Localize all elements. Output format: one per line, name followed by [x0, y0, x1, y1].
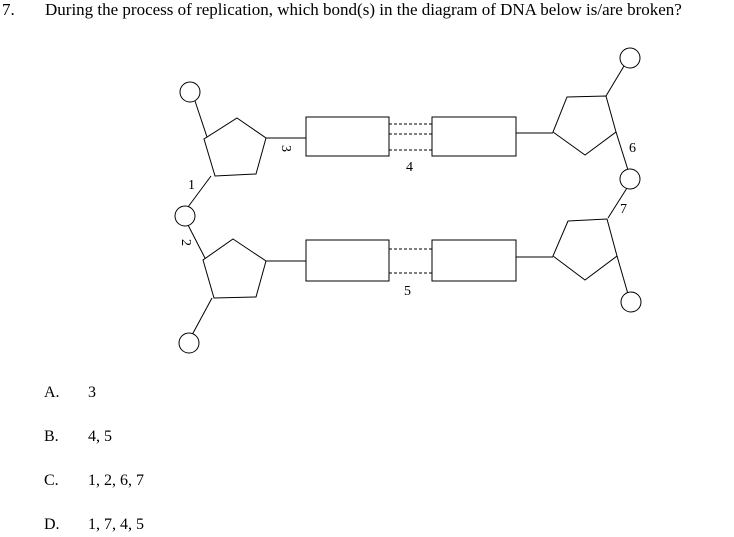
- option-a-value: 3: [88, 384, 96, 401]
- bond-1-line: [187, 175, 212, 208]
- phosphate-bottom-right: [620, 291, 642, 313]
- option-c[interactable]: C. 1, 2, 6, 7: [44, 472, 144, 490]
- bond-7-line: [607, 187, 628, 219]
- bond-label-6: 6: [629, 141, 636, 156]
- option-b-value: 4, 5: [88, 428, 112, 445]
- bond-label-3: 3: [278, 145, 293, 152]
- option-a-letter: A.: [44, 384, 60, 401]
- option-c-letter: C.: [44, 472, 59, 489]
- bond-6-line: [615, 131, 629, 171]
- base-bottom-right: [431, 239, 517, 282]
- phosphate-bottom-left: [178, 332, 200, 354]
- bond-label-2: 2: [178, 239, 193, 246]
- option-d-value: 1, 7, 4, 5: [88, 516, 144, 533]
- phosphate-middle-right: [619, 168, 641, 190]
- option-b[interactable]: B. 4, 5: [44, 428, 112, 446]
- option-d-letter: D.: [44, 516, 60, 533]
- bond-label-4: 4: [406, 160, 413, 175]
- bond-label-5: 5: [404, 284, 411, 299]
- phosphate-top-left: [179, 81, 201, 103]
- phosphate-middle-left: [174, 205, 196, 227]
- sugar-top-right: [552, 95, 617, 156]
- sugar-bottom-left: [202, 238, 267, 299]
- bond-2-line: [187, 224, 207, 261]
- base-top-left: [305, 116, 390, 157]
- bond-label-1: 1: [188, 178, 195, 193]
- base-top-right: [431, 116, 517, 157]
- option-d[interactable]: D. 1, 7, 4, 5: [44, 516, 144, 534]
- option-c-value: 1, 2, 6, 7: [88, 472, 144, 489]
- option-b-letter: B.: [44, 428, 59, 445]
- phosphate-top-right: [619, 47, 641, 69]
- option-a[interactable]: A. 3: [44, 384, 96, 402]
- sugar-bottom-right: [552, 218, 618, 281]
- bond-label-7: 7: [620, 202, 627, 217]
- question-number: 7.: [2, 0, 15, 19]
- base-bottom-left: [305, 239, 390, 282]
- question-text: During the process of replication, which…: [45, 0, 682, 19]
- sugar-top-left: [203, 117, 267, 177]
